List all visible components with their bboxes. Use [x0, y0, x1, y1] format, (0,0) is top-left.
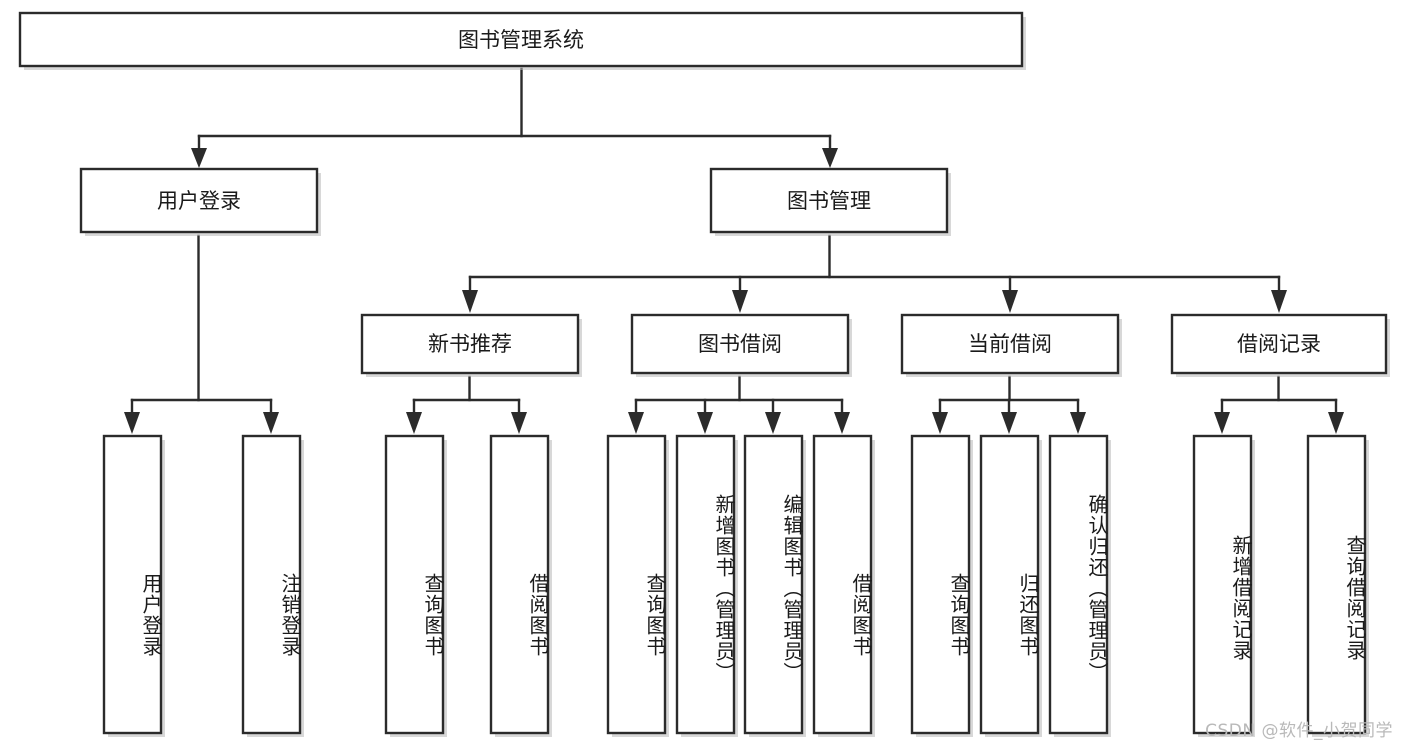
node-book-manage[interactable]: 图书管理: [709, 167, 951, 236]
leaf-user-login-box[interactable]: [102, 434, 163, 735]
node-current-borrow-box[interactable]: [900, 313, 1120, 375]
node-user-login-box[interactable]: [79, 167, 319, 234]
arrowhead-book-manage: [822, 148, 838, 168]
node-root-label: 图书管理系统: [458, 28, 584, 52]
csdn-watermark: CSDN @软件_小贺同学: [1205, 721, 1393, 741]
leaf-add-book-box[interactable]: [675, 434, 736, 735]
node-borrow-record[interactable]: 借阅记录: [1170, 313, 1390, 377]
node-book-borrow-box[interactable]: [630, 313, 850, 375]
arrowhead-leaf-query-book-3: [932, 412, 948, 434]
arrowhead-book-borrow: [732, 290, 748, 313]
arrowhead-leaf-query-record: [1328, 412, 1344, 434]
node-new-book-recommend-box[interactable]: [360, 313, 580, 375]
node-root-box[interactable]: [18, 11, 1024, 68]
node-new-book-recommend[interactable]: 新书推荐: [360, 313, 582, 377]
node-new-book-recommend-label: 新书推荐: [428, 332, 512, 356]
node-current-borrow[interactable]: 当前借阅: [900, 313, 1122, 377]
arrowhead-borrow-record: [1271, 290, 1287, 313]
arrowhead-leaf-user-login: [124, 412, 140, 434]
node-user-login[interactable]: 用户登录: [79, 167, 321, 236]
arrowhead-leaf-add-book: [697, 412, 713, 434]
node-book-manage-box[interactable]: [709, 167, 949, 234]
leaf-logout-box[interactable]: [241, 434, 302, 735]
arrowhead-leaf-borrow-book-2: [834, 412, 850, 434]
node-book-borrow-label: 图书借阅: [698, 332, 782, 356]
node-book-borrow[interactable]: 图书借阅: [630, 313, 852, 377]
arrowhead-user-login: [191, 148, 207, 168]
leaf-borrow-book-1-box[interactable]: [489, 434, 550, 735]
arrowhead-leaf-query-book-2: [628, 412, 644, 434]
node-current-borrow-label: 当前借阅: [968, 332, 1052, 356]
leaf-borrow-book-2-box[interactable]: [812, 434, 873, 735]
arrowhead-leaf-confirm-return: [1070, 412, 1086, 434]
node-borrow-record-box[interactable]: [1170, 313, 1388, 375]
arrowhead-leaf-add-record: [1214, 412, 1230, 434]
arrowhead-current-borrow: [1002, 290, 1018, 313]
leaf-confirm-return-box[interactable]: [1048, 434, 1109, 735]
leaf-add-record-box[interactable]: [1192, 434, 1253, 735]
leaf-boxes-group: [102, 434, 1369, 737]
arrowhead-leaf-return-book: [1001, 412, 1017, 434]
node-root[interactable]: 图书管理系统: [18, 11, 1026, 70]
arrowhead-leaf-query-book-1: [406, 412, 422, 434]
leaf-query-book-3-box[interactable]: [910, 434, 971, 735]
connector-group: [124, 67, 1344, 434]
leaf-query-book-2-box[interactable]: [606, 434, 667, 735]
arrowhead-leaf-borrow-book-1: [511, 412, 527, 434]
leaf-query-book-1-box[interactable]: [384, 434, 445, 735]
arrowhead-leaf-logout: [263, 412, 279, 434]
arrowhead-new-book: [462, 290, 478, 313]
leaf-return-book-box[interactable]: [979, 434, 1040, 735]
leaf-query-record-box[interactable]: [1306, 434, 1367, 735]
leaf-edit-book-box[interactable]: [743, 434, 804, 735]
node-borrow-record-label: 借阅记录: [1237, 332, 1321, 356]
node-book-manage-label: 图书管理: [787, 189, 871, 213]
node-user-login-label: 用户登录: [157, 189, 241, 213]
arrowhead-leaf-edit-book: [765, 412, 781, 434]
